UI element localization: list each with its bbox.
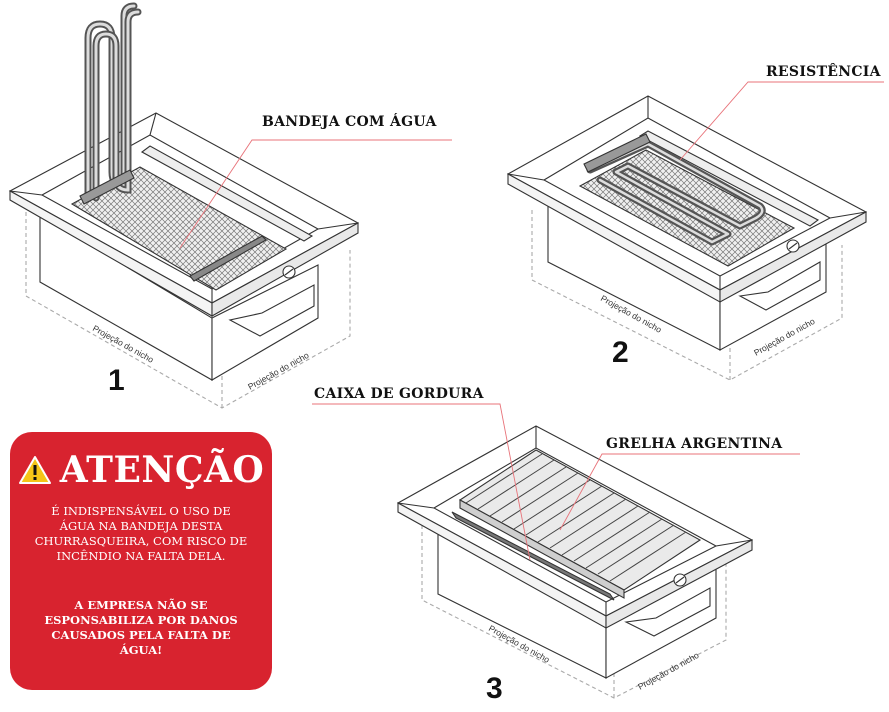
label-caixa-de-gordura: CAIXA DE GORDURA [314, 386, 484, 402]
warning-title: ATENÇÃO [59, 449, 265, 491]
unit-2-drawing [506, 95, 868, 381]
niche-projection-label-1b: Projeção do nicho [246, 350, 311, 392]
warning-triangle-icon [18, 456, 51, 484]
figure-number-2: 2 [612, 336, 629, 369]
unit-3-drawing [396, 425, 754, 699]
warning-body: É INDISPENSÁVEL O USO DE ÁGUA NA BANDEJA… [34, 504, 248, 563]
label-resistencia: RESISTÊNCIA [766, 64, 881, 80]
warning-header: ATENÇÃO [10, 444, 272, 496]
label-grelha-argentina: GRELHA ARGENTINA [606, 436, 783, 452]
unit-1-drawing [8, 2, 360, 409]
callout-line-resistencia [679, 81, 884, 161]
figure-number-3: 3 [486, 672, 503, 705]
label-bandeja-com-agua: BANDEJA COM ÁGUA [262, 114, 437, 130]
warning-panel: ATENÇÃO É INDISPENSÁVEL O USO DE ÁGUA NA… [10, 432, 272, 690]
figure-number-1: 1 [108, 364, 125, 397]
callout-line-caixa [312, 403, 531, 561]
callout-line-bandeja [179, 139, 452, 249]
warning-note: A EMPRESA NÃO SE ESPONSABILIZA POR DANOS… [44, 598, 238, 657]
callout-line-grelha [559, 453, 800, 531]
